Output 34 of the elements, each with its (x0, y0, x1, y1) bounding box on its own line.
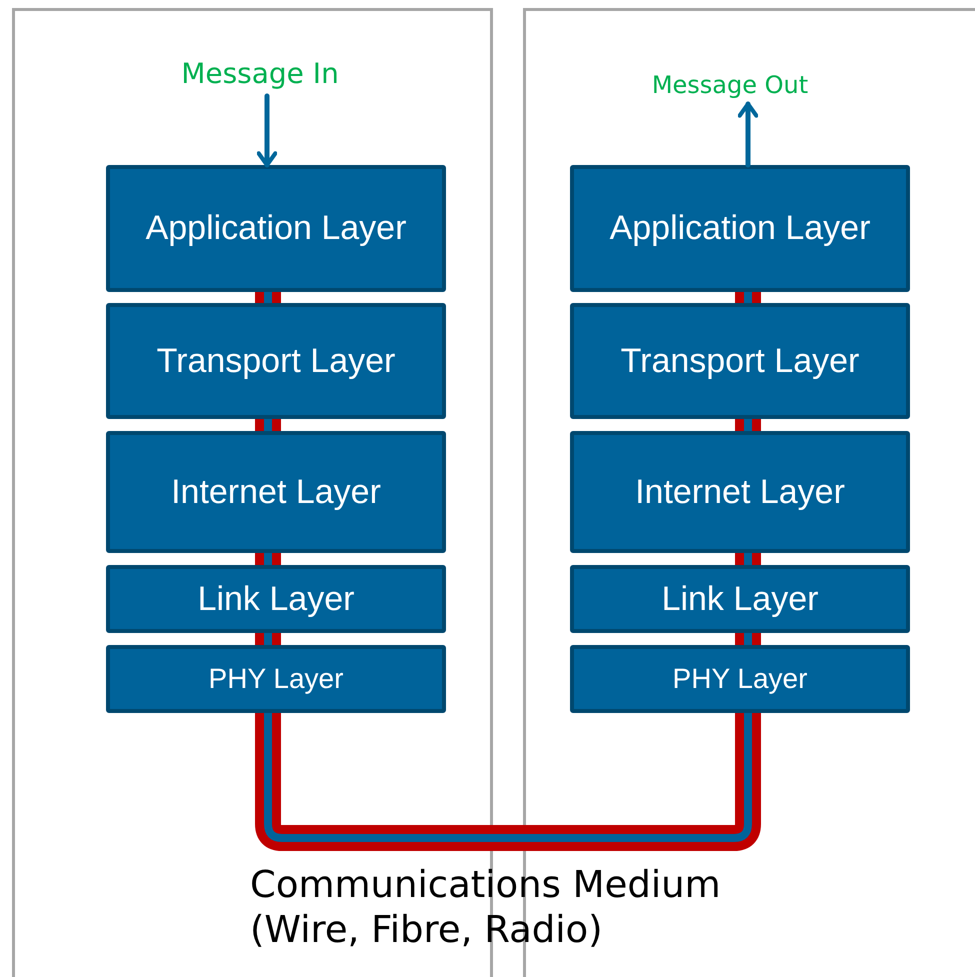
layer-box (106, 645, 446, 713)
cable (735, 292, 761, 303)
cable (255, 713, 761, 851)
arrow (256, 94, 278, 168)
layer-label: PHY Layer (208, 663, 344, 695)
message-text: Message In (150, 50, 370, 96)
layer-label: Transport Layer (620, 342, 860, 380)
cable (255, 419, 281, 431)
layer-box (106, 565, 446, 633)
cable (735, 419, 761, 431)
layer-label: Application Layer (146, 209, 406, 248)
layer-box (106, 165, 446, 292)
cable (735, 633, 761, 645)
cable (255, 292, 281, 303)
layer-box (106, 431, 446, 553)
layer-box (570, 645, 910, 713)
layer-label: Application Layer (610, 209, 870, 248)
cable (255, 553, 281, 565)
layer-box (570, 303, 910, 419)
message-text: Message Out (620, 66, 840, 104)
layer-label: PHY Layer (672, 663, 808, 695)
cable (735, 553, 761, 565)
layer-box (570, 431, 910, 553)
layer-label: Internet Layer (635, 472, 845, 512)
arrow (738, 102, 758, 168)
layer-box (570, 165, 910, 292)
layer-label: Internet Layer (171, 472, 381, 512)
layer-label: Link Layer (662, 580, 818, 618)
cable (255, 633, 281, 645)
layer-box (570, 565, 910, 633)
layer-label: Link Layer (198, 580, 354, 618)
medium-label: Communications Medium (Wire, Fibre, Radio) (250, 862, 722, 952)
layer-box (106, 303, 446, 419)
layer-label: Transport Layer (156, 342, 396, 380)
